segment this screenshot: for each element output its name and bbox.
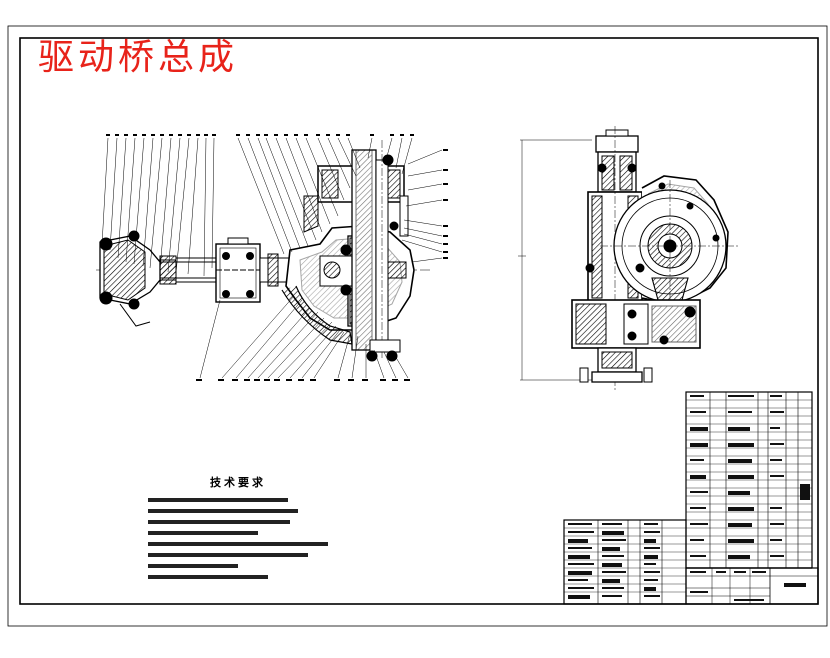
front-view-balloons	[106, 134, 448, 381]
drawing-title: 驱动桥总成	[38, 37, 239, 78]
title-block	[563, 519, 819, 605]
front-view-leaders	[101, 137, 443, 379]
title-block-fill	[568, 523, 806, 601]
axle-front-view	[96, 140, 430, 362]
parts-list-fill	[690, 395, 810, 559]
technical-requirements-heading: 技术要求	[210, 476, 266, 489]
inner-border	[19, 37, 819, 605]
axle-side-view	[518, 126, 740, 392]
tech-requirement-lines	[148, 498, 328, 579]
outer-border	[7, 25, 828, 627]
